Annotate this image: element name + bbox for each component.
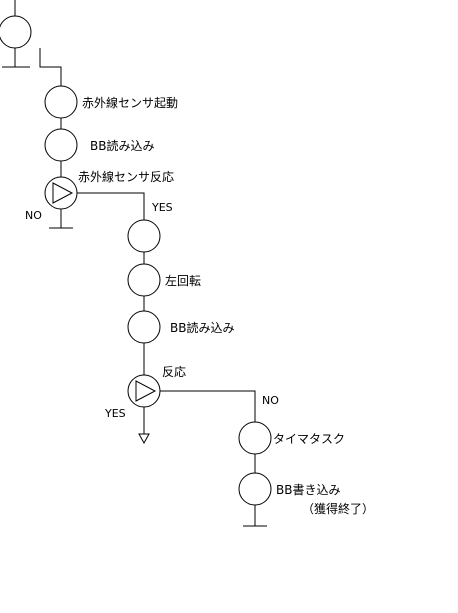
timer-task-node xyxy=(238,421,272,455)
decision-1-yes-connector xyxy=(77,192,145,220)
turn-left-node xyxy=(127,263,161,297)
decision-2-no-label: NO xyxy=(262,394,279,407)
bb-read-2-node xyxy=(127,310,161,344)
bb-read-1-node xyxy=(44,128,78,162)
turn-left-label: 左回転 xyxy=(165,273,201,288)
bb-read-1-label: BB読み込み xyxy=(90,138,154,153)
bb-write-node xyxy=(238,472,272,506)
main-entry-connector xyxy=(39,48,62,86)
bb-write-note-label: （獲得終了） xyxy=(302,501,374,516)
response-label: 反応 xyxy=(162,365,186,379)
yes-branch-process-node xyxy=(127,219,161,253)
decision-2-no-connector xyxy=(160,390,256,422)
ir-sensor-start-node xyxy=(44,85,78,119)
timer-task-label: タイマタスク xyxy=(273,432,345,446)
ir-sensor-response-label: 赤外線センサ反応 xyxy=(78,169,174,184)
bb-write-label: BB書き込み xyxy=(276,483,340,497)
decision-1-triangle-icon xyxy=(52,182,74,204)
bb-read-2-label: BB読み込み xyxy=(170,320,234,335)
decision-2-yes-label: YES xyxy=(104,407,126,420)
start-fragment xyxy=(0,0,32,68)
decision-1-no-label: NO xyxy=(25,209,42,222)
ir-sensor-start-label: 赤外線センサ起動 xyxy=(82,95,178,110)
decision-1-yes-label: YES xyxy=(151,201,173,214)
start-process-node xyxy=(0,15,32,49)
decision-2-yes-arrow-icon xyxy=(138,433,150,445)
decision-2-triangle-icon xyxy=(135,380,157,402)
